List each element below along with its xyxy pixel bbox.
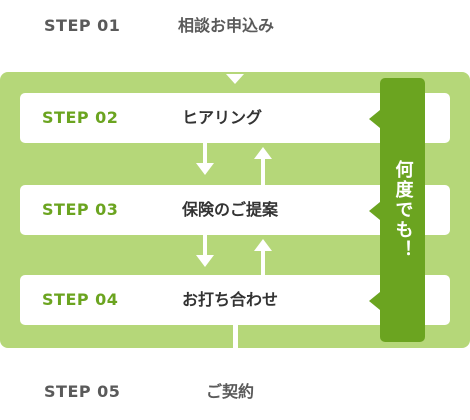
step-05-row: STEP 05 ご契約 [0,372,470,412]
entry-arrow-icon [226,74,244,84]
repeat-label: 何度でも！ [392,160,414,260]
step-05-number: STEP 05 [44,382,121,401]
down-arrow-03-04-icon [196,235,214,267]
repeat-bar: 何度でも！ [380,78,425,342]
step-02-label: ヒアリング [182,108,263,127]
pointer-04-icon [369,292,380,310]
step-04-number: STEP 04 [42,290,119,309]
step-03-label: 保険のご提案 [182,200,279,219]
step-04-label: お打ち合わせ [182,290,279,309]
step-03-number: STEP 03 [42,200,119,219]
step-01-label: 相談お申込み [178,16,275,35]
step-02-number: STEP 02 [42,108,119,127]
down-arrow-02-03-icon [196,143,214,175]
step-01-number: STEP 01 [44,16,121,35]
pointer-03-icon [369,202,380,220]
exit-connector [233,325,238,352]
step-05-label: ご契約 [206,382,255,401]
step-03-box: STEP 03 保険のご提案 [20,185,450,235]
up-arrow-04-03-icon [254,239,272,275]
up-arrow-03-02-icon [254,147,272,185]
pointer-02-icon [369,110,380,128]
step-01-row: STEP 01 相談お申込み [0,6,470,46]
